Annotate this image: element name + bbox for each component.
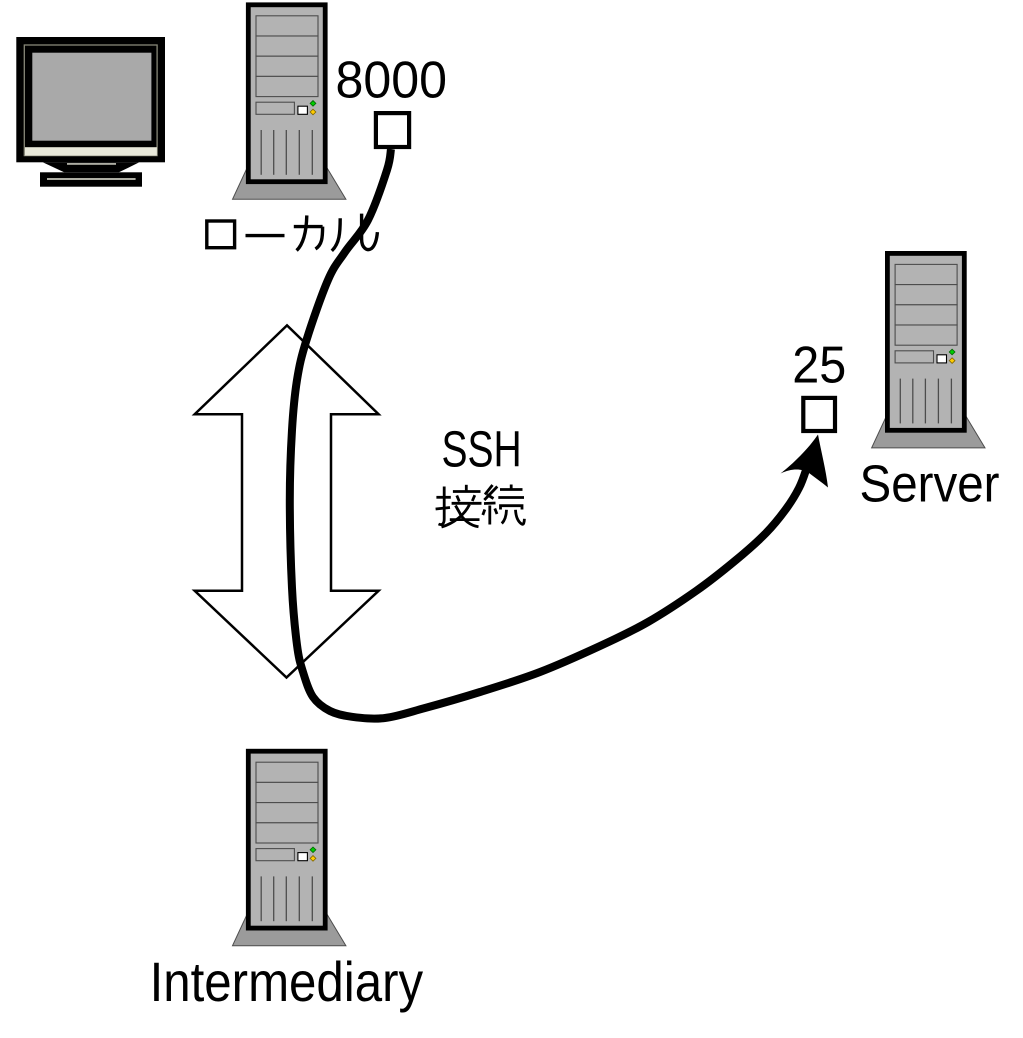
svg-text:Server: Server <box>860 456 1000 514</box>
svg-text:Intermediary: Intermediary <box>150 950 424 1013</box>
svg-text:8000: 8000 <box>336 52 448 110</box>
svg-text:SSH: SSH <box>442 421 522 478</box>
svg-text:25: 25 <box>792 336 846 394</box>
